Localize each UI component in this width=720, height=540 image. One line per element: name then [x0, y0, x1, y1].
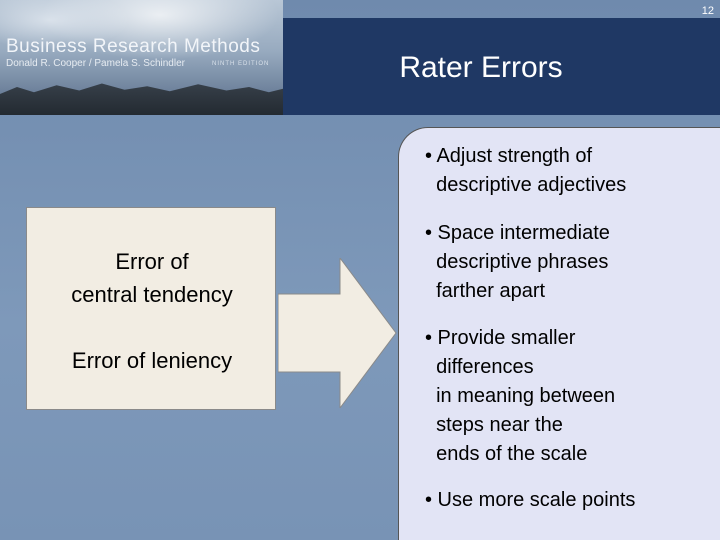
- remedy-item: • Space intermediate descriptive phrases…: [425, 222, 610, 302]
- banner-authors: Donald R. Cooper / Pamela S. Schindler: [6, 58, 185, 69]
- page-number: 12: [701, 5, 714, 17]
- banner-edition: NINTH EDITION: [212, 61, 270, 67]
- remedies-box: • Adjust strength of descriptive adjecti…: [398, 127, 720, 540]
- remedy-item: • Use more scale points: [425, 489, 636, 511]
- slide-title: Rater Errors: [399, 51, 563, 84]
- remedy-item: • Provide smaller differences in meaning…: [425, 327, 616, 465]
- banner-title: Business Research Methods: [6, 36, 261, 57]
- remedy-item: • Adjust strength of descriptive adjecti…: [425, 145, 627, 196]
- title-bar: Rater Errors: [283, 18, 720, 115]
- error-item-central-tendency: Error of central tendency: [71, 249, 233, 307]
- banner-treeline: [0, 83, 283, 115]
- book-banner: Business Research Methods Donald R. Coop…: [0, 0, 283, 115]
- error-types-box: Error of central tendency Error of lenie…: [26, 207, 276, 410]
- error-item-leniency: Error of leniency: [71, 348, 233, 373]
- right-arrow-icon: [278, 258, 397, 408]
